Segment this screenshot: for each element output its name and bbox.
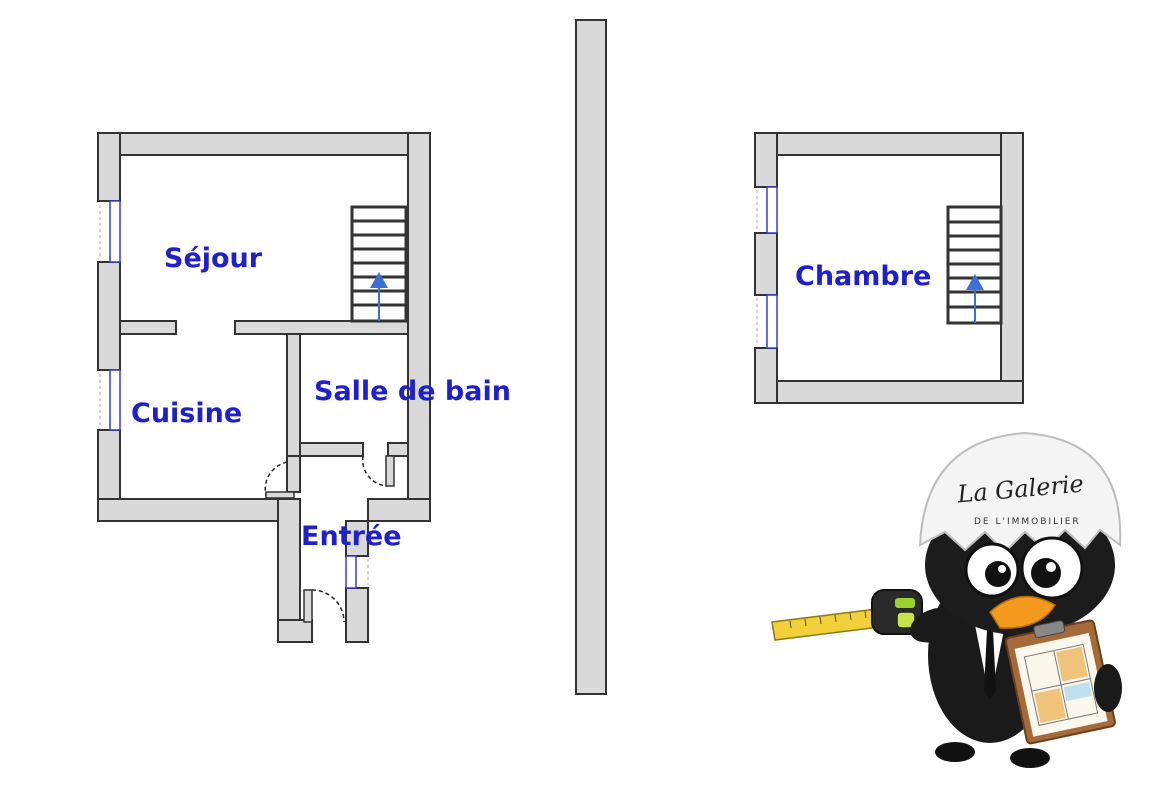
wall-right-upper (1000, 132, 1024, 404)
wall-entry-right-upper (345, 520, 369, 557)
door-leaf-bathroom (385, 455, 395, 487)
wall-bathroom-left (286, 333, 301, 457)
wall-bottom-left (97, 498, 281, 522)
room-label-chambre: Chambre (795, 261, 931, 292)
wall-bottom-upper (754, 380, 1024, 404)
mascot-penguin: La Galerie DE L'IMMOBILIER (771, 431, 1122, 768)
wall-top-upper (754, 132, 1024, 156)
window-sejour (109, 200, 121, 263)
wall-left-middle (97, 261, 121, 371)
wall-entry-right-lower (345, 587, 369, 643)
door-arc-kitchen (264, 461, 288, 497)
upper-floor-windows (766, 186, 778, 349)
ground-floor-plan (97, 132, 431, 643)
stair-arrow-icon (370, 272, 388, 288)
wall-entry-bottom-left (277, 619, 313, 643)
wall-kitchen-entry (286, 455, 301, 493)
wall-bottom-right (367, 498, 431, 522)
window-chambre-bottom (766, 294, 778, 349)
door-leaf-front (303, 589, 313, 623)
wall-left-upper-bottom (754, 347, 778, 404)
ground-floor-door-leaves (265, 455, 395, 623)
door-arc-front (311, 589, 345, 623)
ground-floor-window-marks (99, 205, 369, 585)
window-cuisine (109, 369, 121, 431)
room-label-sejour: Séjour (164, 243, 263, 274)
wall-bathroom-bottom-right (387, 442, 409, 457)
wall-left-upper (97, 132, 121, 202)
room-label-cuisine: Cuisine (131, 398, 242, 429)
window-entry (345, 555, 357, 589)
door-leaf-kitchen (265, 491, 295, 499)
ground-floor-doors (264, 455, 389, 623)
wall-right (407, 132, 431, 522)
tape-measure-icon (771, 589, 923, 641)
logo-subtitle: DE L'IMMOBILIER (974, 517, 1081, 527)
window-chambre-top (766, 186, 778, 234)
stair-arrow-icon (966, 274, 984, 290)
room-label-salle-de-bain: Salle de bain (314, 376, 511, 407)
floor-separator (575, 19, 607, 695)
upper-floor-plan (754, 132, 1024, 404)
door-arc-bathroom (361, 455, 389, 487)
upper-floor-stairs (946, 205, 1003, 325)
eggshell-helmet (918, 431, 1122, 554)
wall-left-upper-top (754, 132, 778, 188)
ground-floor-stairs (350, 205, 408, 323)
clipboard-icon (1004, 619, 1116, 745)
wall-sejour-cuisine-right (234, 320, 409, 335)
wall-bathroom-bottom-left (299, 442, 364, 457)
wall-left-upper-middle (754, 232, 778, 296)
wall-sejour-cuisine-left (119, 320, 177, 335)
wall-top (97, 132, 431, 156)
ground-floor-windows (109, 200, 357, 589)
mascot-beak (989, 595, 1057, 629)
room-label-entree: Entrée (301, 521, 402, 552)
